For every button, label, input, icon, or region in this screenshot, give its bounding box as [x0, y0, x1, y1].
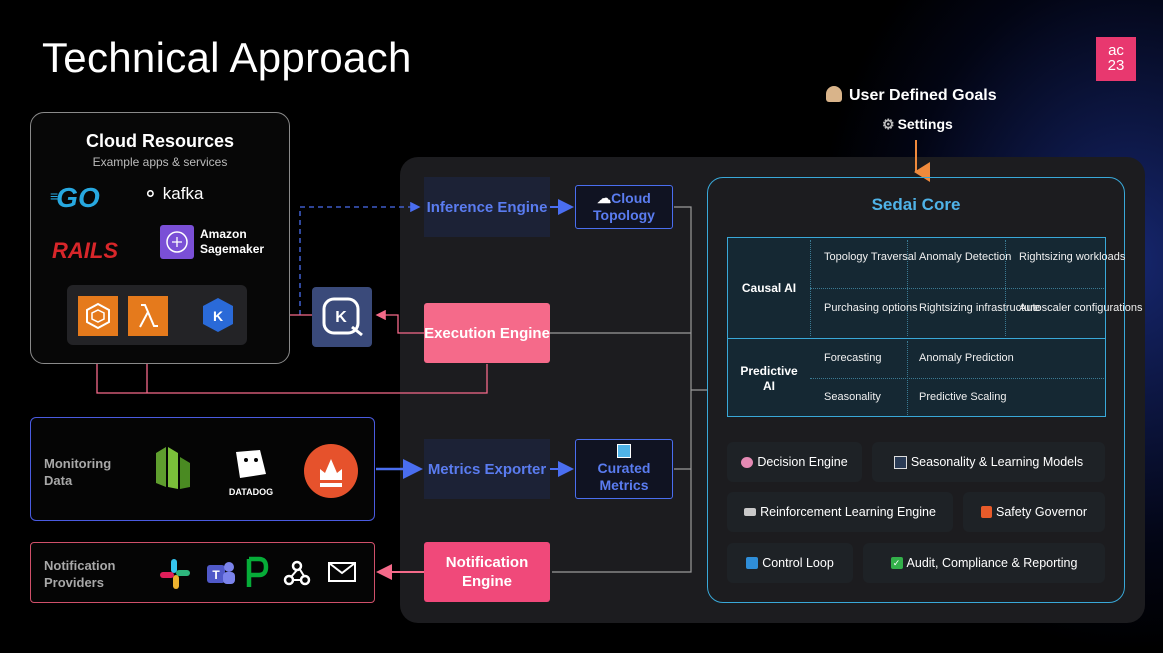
- sagemaker-label: Amazon Sagemaker: [200, 227, 265, 256]
- control-loop-chip: Control Loop: [727, 543, 853, 583]
- kafka-logo: ⚬kafka: [142, 182, 203, 207]
- predictive-ai-label: Predictive AI: [740, 364, 798, 393]
- notification-providers-label: Notification Providers: [44, 558, 116, 590]
- chip-label: Control Loop: [762, 556, 834, 570]
- datadog-label: DATADOG: [228, 487, 274, 497]
- life-vest-icon: [980, 506, 992, 518]
- svg-text:K: K: [213, 308, 223, 324]
- aws-container-icon: [78, 296, 118, 336]
- kubernetes-eks-icon: K: [199, 296, 237, 334]
- cloud-topology-text: Cloud Topology: [593, 190, 655, 223]
- monitoring-data-label: Monitoring Data: [44, 456, 112, 488]
- logo-line-2: 23: [1107, 57, 1125, 74]
- webhook-icon: [282, 558, 312, 588]
- causal-cell: Rightsizing infrastructure: [919, 302, 1041, 314]
- cloud-topology-box: ☁Cloud Topology: [575, 185, 673, 229]
- sagemaker-icon: [160, 225, 194, 259]
- notification-engine-box: Notification Engine: [424, 542, 550, 602]
- reinforcement-learning-chip: Reinforcement Learning Engine: [727, 492, 953, 532]
- execution-engine-box: Execution Engine: [424, 303, 550, 363]
- cloud-resources-title: Cloud Resources: [85, 131, 235, 151]
- checkmark-icon: ✓: [890, 557, 903, 569]
- rails-logo-text: RAILS: [52, 238, 118, 263]
- inference-engine-box: Inference Engine: [424, 177, 550, 237]
- chip-label: Safety Governor: [995, 505, 1087, 519]
- notification-providers-box: [30, 542, 375, 603]
- ai-capabilities-grid: [727, 237, 1106, 417]
- rails-logo: RAILS: [52, 238, 118, 264]
- cloud-icon: ☁: [597, 190, 612, 206]
- teams-icon: T: [205, 557, 237, 589]
- seasonality-models-chip: Seasonality & Learning Models: [872, 442, 1105, 482]
- kafka-icon: ⚬: [142, 184, 159, 206]
- go-logo: ≡GO: [50, 182, 100, 213]
- audit-compliance-chip: ✓Audit, Compliance & Reporting: [863, 543, 1105, 583]
- karpenter-icon: K: [312, 287, 372, 347]
- grid-divider: [727, 338, 1106, 339]
- logo-line-1: ac: [1108, 42, 1124, 59]
- grid-dotted-line: [810, 288, 1104, 289]
- curated-metrics-box: Curated Metrics: [575, 439, 673, 499]
- causal-cell: Topology Traversal: [824, 251, 917, 263]
- causal-cell: Purchasing options: [824, 302, 918, 314]
- sedai-core-title: Sedai Core: [871, 195, 961, 214]
- chip-label: Reinforcement Learning Engine: [760, 505, 936, 519]
- slide-title: Technical Approach: [42, 34, 412, 81]
- cloud-resources-subtitle: Example apps & services: [92, 155, 228, 169]
- chart-icon: [617, 444, 631, 458]
- person-icon: [826, 86, 842, 102]
- causal-cell: Autoscaler configurations: [1019, 302, 1143, 314]
- predictive-cell: Forecasting: [824, 352, 882, 364]
- predictive-cell: Seasonality: [824, 391, 881, 403]
- settings-label-group: ⚙Settings: [882, 116, 953, 133]
- ac23-logo: ac 23: [1096, 37, 1136, 81]
- loop-icon: [746, 557, 759, 569]
- svg-text:K: K: [335, 309, 347, 326]
- chip-label: Audit, Compliance & Reporting: [906, 556, 1078, 570]
- datadog-logo: DATADOG: [226, 448, 276, 498]
- metrics-exporter-box: Metrics Exporter: [424, 439, 550, 499]
- kafka-logo-text: kafka: [162, 184, 204, 203]
- curated-metrics-label: Curated Metrics: [597, 460, 651, 493]
- user-defined-goals: User Defined Goals: [826, 86, 997, 105]
- chart-icon: [893, 455, 907, 469]
- grid-dotted-line: [810, 378, 1104, 379]
- svg-text:T: T: [212, 568, 220, 582]
- go-logo-text: GO: [56, 182, 100, 213]
- slack-icon: [158, 557, 192, 591]
- cloud-topology-label: ☁Cloud Topology: [576, 190, 672, 224]
- sedai-core-box: [707, 177, 1125, 603]
- chip-label: Decision Engine: [757, 455, 848, 469]
- brain-icon: [741, 456, 754, 468]
- aws-lambda-icon: [128, 296, 168, 336]
- email-icon: [328, 561, 356, 583]
- decision-engine-chip: Decision Engine: [727, 442, 862, 482]
- pagerduty-icon: [244, 556, 270, 590]
- causal-cell: Rightsizing workloads: [1019, 251, 1126, 263]
- settings-label: Settings: [897, 116, 953, 132]
- predictive-cell: Anomaly Prediction: [919, 352, 1014, 364]
- chip-label: Seasonality & Learning Models: [910, 455, 1084, 469]
- vr-headset-icon: [744, 508, 757, 516]
- causal-ai-label: Causal AI: [741, 281, 797, 295]
- prometheus-icon: [303, 443, 359, 499]
- cloudwatch-icon: [150, 443, 196, 493]
- goals-label: User Defined Goals: [849, 87, 997, 104]
- gear-icon: ⚙: [882, 116, 895, 132]
- causal-cell: Anomaly Detection: [919, 251, 1012, 263]
- safety-governor-chip: Safety Governor: [963, 492, 1105, 532]
- predictive-cell: Predictive Scaling: [919, 391, 1007, 403]
